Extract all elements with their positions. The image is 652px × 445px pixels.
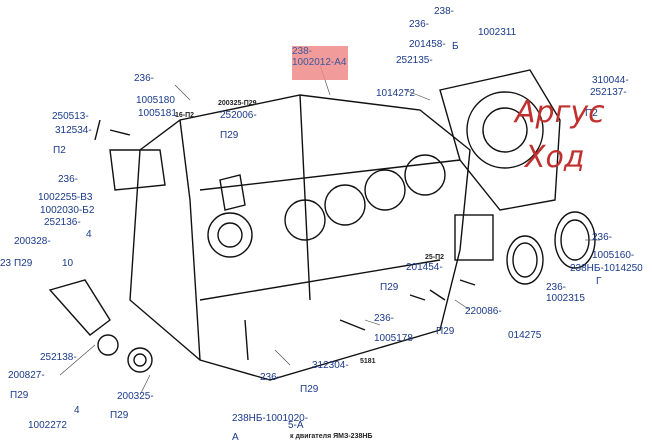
part-label: 1002030-Б2 [40,205,95,216]
part-label: 252138- [40,352,77,363]
part-label: 014275 [508,330,542,341]
highlight-line2: 1002012-А4 [292,57,347,68]
part-label: П29 [436,326,455,337]
part-label: 236- [409,19,430,30]
part-label: 312534- [55,125,92,136]
part-label: 200325- [117,391,154,402]
part-label: 252136- [44,217,81,228]
part-label: 312304- [312,360,349,371]
part-label: 1005181 [138,108,177,119]
part-label: 236- [260,372,281,383]
part-label: 236- [134,73,155,84]
part-label: 200325-П29 [218,100,257,107]
part-label: 200827- [8,370,45,381]
part-label: П2 [585,108,598,119]
part-label: 236- [58,174,79,185]
part-label: 252135- [396,55,433,66]
part-label: 252006- [220,110,257,121]
part-label: 1002315 [546,293,585,304]
part-label: 1002272 [28,420,67,431]
part-label: 1005160- [592,250,635,261]
part-label: 236- [592,232,613,243]
part-label: 4 [74,405,80,416]
watermark-line2: Ход [525,140,585,175]
part-label: 1002255-В3 [38,192,93,203]
part-label: 10 [62,258,74,269]
diagram-caption: к двигателя ЯМЗ-238НБ [290,433,373,440]
part-label: П29 [220,130,239,141]
part-label: 25-П2 [425,254,445,261]
part-label: 1005178 [374,333,413,344]
part-label: П29 [10,390,29,401]
part-label: 1005180 [136,95,175,106]
highlighted-part-label: 238- 1002012-А4 [292,46,348,80]
part-label: 23 [0,258,12,269]
part-label: 201454- [406,262,443,273]
part-label: П2 [53,145,66,156]
part-label: П29 [300,384,319,395]
part-label: П29 [380,282,399,293]
part-label: 201458- [409,39,446,50]
part-label: 250513- [52,111,89,122]
part-label: А [232,432,239,443]
part-label: 238НБ-1014250 [570,263,643,274]
part-label: 252137- [590,87,627,98]
part-label: Г [596,276,602,287]
part-label: 236- [546,282,567,293]
part-label: 16-П2 [175,112,195,119]
part-label: 5181 [360,358,376,365]
part-label: 238- [434,6,455,17]
part-label: 220086- [465,306,502,317]
part-label: 5-А [288,420,304,431]
part-label: 200328- [14,236,51,247]
part-label: 310044- [592,75,629,86]
part-label: 238НБ-1001020- [232,413,309,424]
part-label: 1014272 [376,88,415,99]
watermark-line1: Аргус [515,95,605,130]
part-label: П29 [14,258,33,269]
part-label: Б [452,41,459,52]
part-label: 236- [374,313,395,324]
highlight-line1: 238- [292,46,313,57]
part-label: 4 [86,229,92,240]
part-label: 1002311 [478,27,517,38]
part-label: П29 [110,410,129,421]
